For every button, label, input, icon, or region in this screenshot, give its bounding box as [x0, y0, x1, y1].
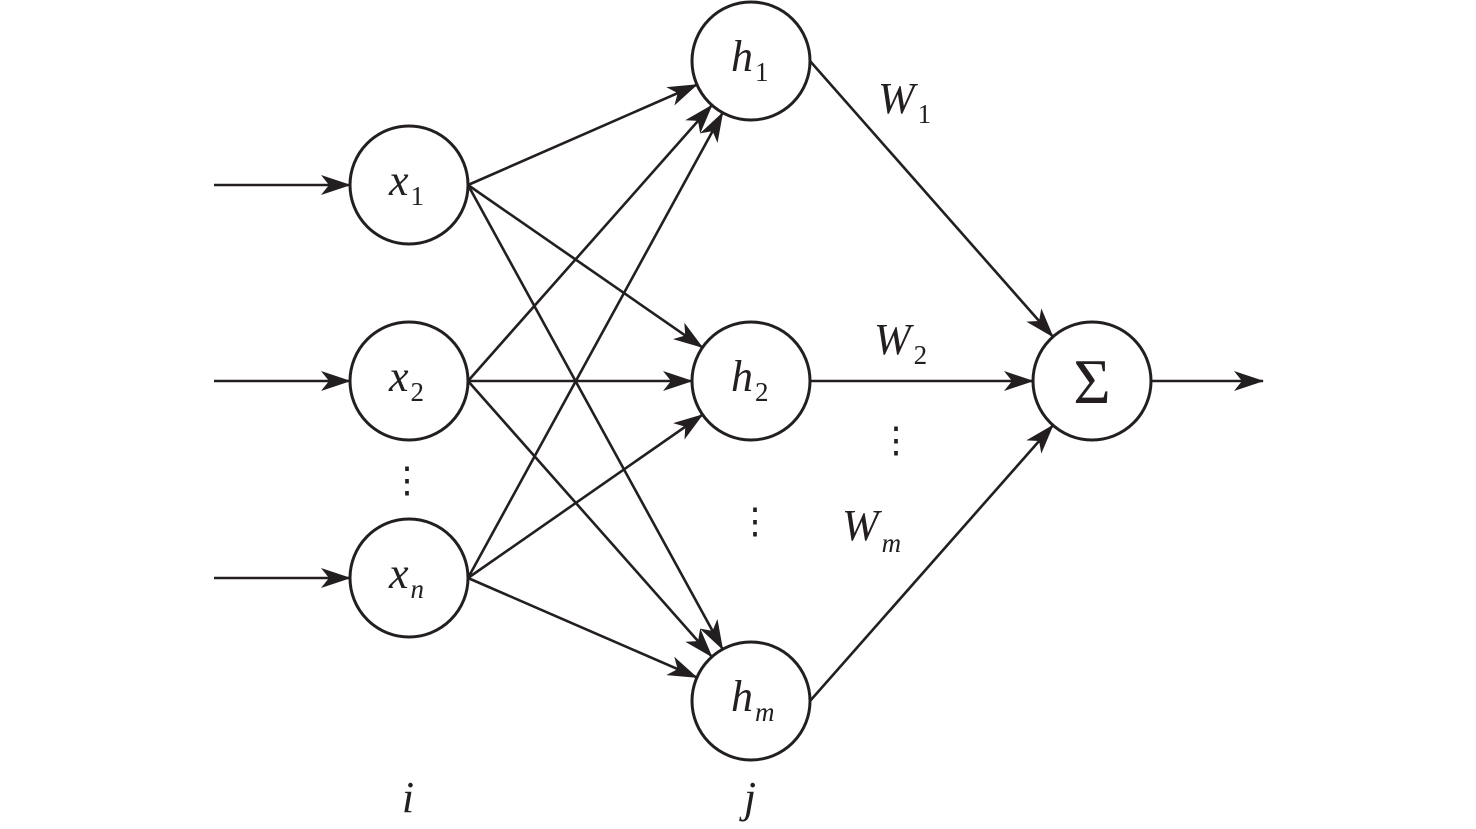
hidden-node-h1-circle [690, 0, 812, 122]
edges [214, 60, 1264, 702]
hidden-node-hm-circle [690, 640, 812, 762]
input-node-label-xn: xn [388, 549, 424, 604]
input-node-x2-circle [348, 320, 470, 442]
hidden-ellipsis: ⋮ [737, 501, 773, 541]
edge-x1-h2 [467, 183, 704, 349]
hidden-node-hm: hm [690, 640, 812, 762]
sum-symbol: Σ [1073, 346, 1110, 417]
hidden-node-h1: h1 [690, 0, 812, 122]
edge-x2-hm [467, 380, 713, 658]
hidden-layer-label: j [739, 773, 756, 822]
nodes: x1 x2 xn h1 h2 hm Σ [348, 0, 1153, 762]
edge-x1-hm [466, 184, 724, 651]
hidden-node-label-h2: h2 [731, 352, 769, 407]
hidden-node-h2-circle [690, 320, 812, 442]
input-node-label-x1: x1 [388, 156, 424, 211]
input-node-xn: xn [348, 517, 470, 639]
edge-xn-h2 [467, 413, 704, 580]
edge-x1-h1 [467, 83, 698, 187]
input-node-xn-circle [348, 517, 470, 639]
hidden-node-h2: h2 [690, 320, 812, 442]
hidden-node-label-hm: hm [731, 672, 775, 727]
edge-hm-sum [809, 424, 1054, 702]
input-node-x2: x2 [348, 320, 470, 442]
input-node-label-x2: x2 [388, 352, 424, 407]
weight-ellipsis: ⋮ [878, 420, 914, 460]
output-sum-node-circle [1031, 320, 1153, 442]
edge-xn-h1 [466, 111, 724, 579]
edge-h1-sum [809, 60, 1054, 338]
input-ellipsis: ⋮ [389, 460, 425, 500]
edge-xn-hm [467, 576, 698, 679]
input-node-x1: x1 [348, 124, 470, 246]
output-sum-node: Σ [1031, 320, 1153, 442]
edge-x2-h1 [467, 104, 713, 382]
input-node-x1-circle [348, 124, 470, 246]
input-layer-label: i [402, 773, 414, 822]
hidden-node-label-h1: h1 [731, 32, 769, 87]
